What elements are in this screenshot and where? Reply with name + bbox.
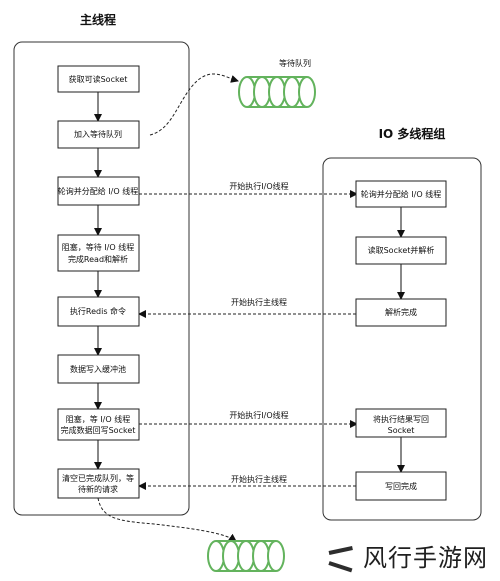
main-step-wait-write-socket-line-1: 阻塞，等 I/O 线程	[66, 414, 130, 424]
io-step-write-complete	[355, 471, 447, 501]
main-step-add-to-queue	[57, 120, 140, 149]
io-step-parse-complete-label: 解析完成	[385, 307, 417, 317]
start-main-label-1: 开始执行主线程	[231, 297, 287, 307]
io-thread-group-title: IO 多线程组	[379, 126, 446, 141]
main-thread-title: 主线程	[80, 12, 116, 27]
main-step-write-buffer-label: 数据写入缓冲池	[70, 364, 126, 374]
io-step-parse-complete	[355, 298, 447, 327]
main-step-wait-write-socket-line-2: 完成数据回写Socket	[61, 425, 136, 435]
main-step-clear-queue-line-1: 清空已完成队列，等	[62, 473, 134, 483]
main-step-poll-and-assign-label: 轮询并分配给 I/O 线程	[58, 186, 138, 196]
start-io-label-1: 开始执行I/O线程	[229, 181, 288, 191]
start-io-label-2: 开始执行I/O线程	[229, 410, 288, 420]
queue-out-connector	[97, 497, 237, 542]
main-step-clear-queue	[57, 468, 140, 499]
queue-icon-bottom	[207, 540, 285, 572]
main-thread-lane	[13, 41, 190, 516]
queue-label: 等待队列	[279, 58, 311, 68]
main-step-clear-queue-line-2: 待新的请求	[78, 484, 118, 494]
main-step-poll-and-assign	[57, 176, 140, 206]
io-step-poll-and-assign-label: 轮询并分配给 I/O 线程	[361, 189, 441, 199]
main-step-get-readable-socket-label: 获取可读Socket	[69, 74, 128, 84]
watermark: 风行手游网	[327, 543, 488, 573]
main-step-execute-redis-command-label: 执行Redis 命令	[70, 306, 126, 316]
io-thread-group-lane	[322, 157, 482, 521]
main-step-wait-read-parse	[57, 234, 140, 272]
main-step-wait-read-parse-line-2: 完成Read和解析	[68, 254, 128, 264]
io-step-poll-and-assign	[355, 180, 447, 208]
io-step-write-result-socket	[355, 408, 447, 438]
io-step-write-result-socket-line-1: 将执行结果写回	[373, 414, 429, 424]
io-step-write-complete-label: 写回完成	[385, 481, 417, 491]
main-step-wait-read-parse-line-1: 阻塞，等待 I/O 线程	[62, 242, 134, 252]
start-main-label-2: 开始执行主线程	[231, 474, 287, 484]
io-step-read-socket-parse-label: 读取Socket并解析	[368, 245, 435, 255]
io-step-write-result-socket-line-2: Socket	[388, 426, 415, 435]
brand-mark-icon	[327, 543, 357, 573]
main-step-write-buffer	[57, 354, 140, 384]
io-step-read-socket-parse	[355, 236, 447, 265]
main-step-execute-redis-command	[57, 296, 140, 327]
queue-icon-top	[238, 76, 316, 108]
main-step-add-to-queue-label: 加入等待队列	[74, 129, 122, 139]
main-step-wait-write-socket	[57, 408, 140, 441]
main-step-get-readable-socket	[57, 65, 140, 93]
watermark-text: 风行手游网	[363, 544, 488, 572]
